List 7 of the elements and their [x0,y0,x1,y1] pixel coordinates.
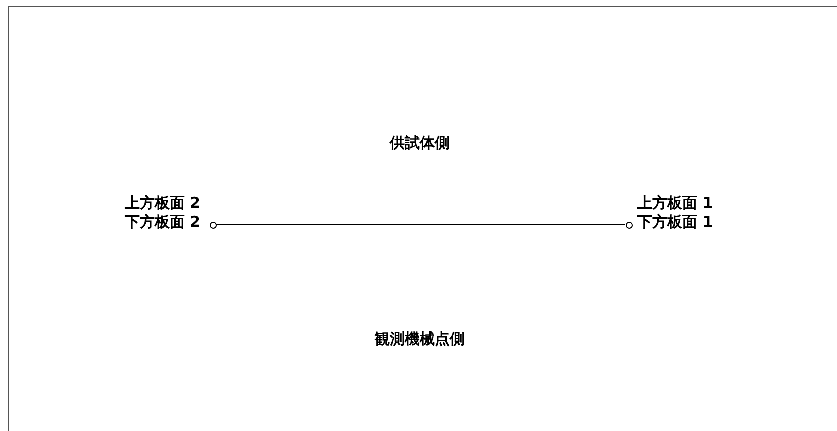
side-label: 供試体側 [390,134,450,152]
terminal-label: 上方板面 1 [638,194,714,212]
terminal-label: 下方板面 1 [638,212,714,230]
terminal-label: 上方板面 2 [124,194,200,212]
terminal-label: 下方板面 2 [124,212,200,230]
side-label: 観測機械点側 [375,330,465,348]
connecting-line [216,224,626,226]
